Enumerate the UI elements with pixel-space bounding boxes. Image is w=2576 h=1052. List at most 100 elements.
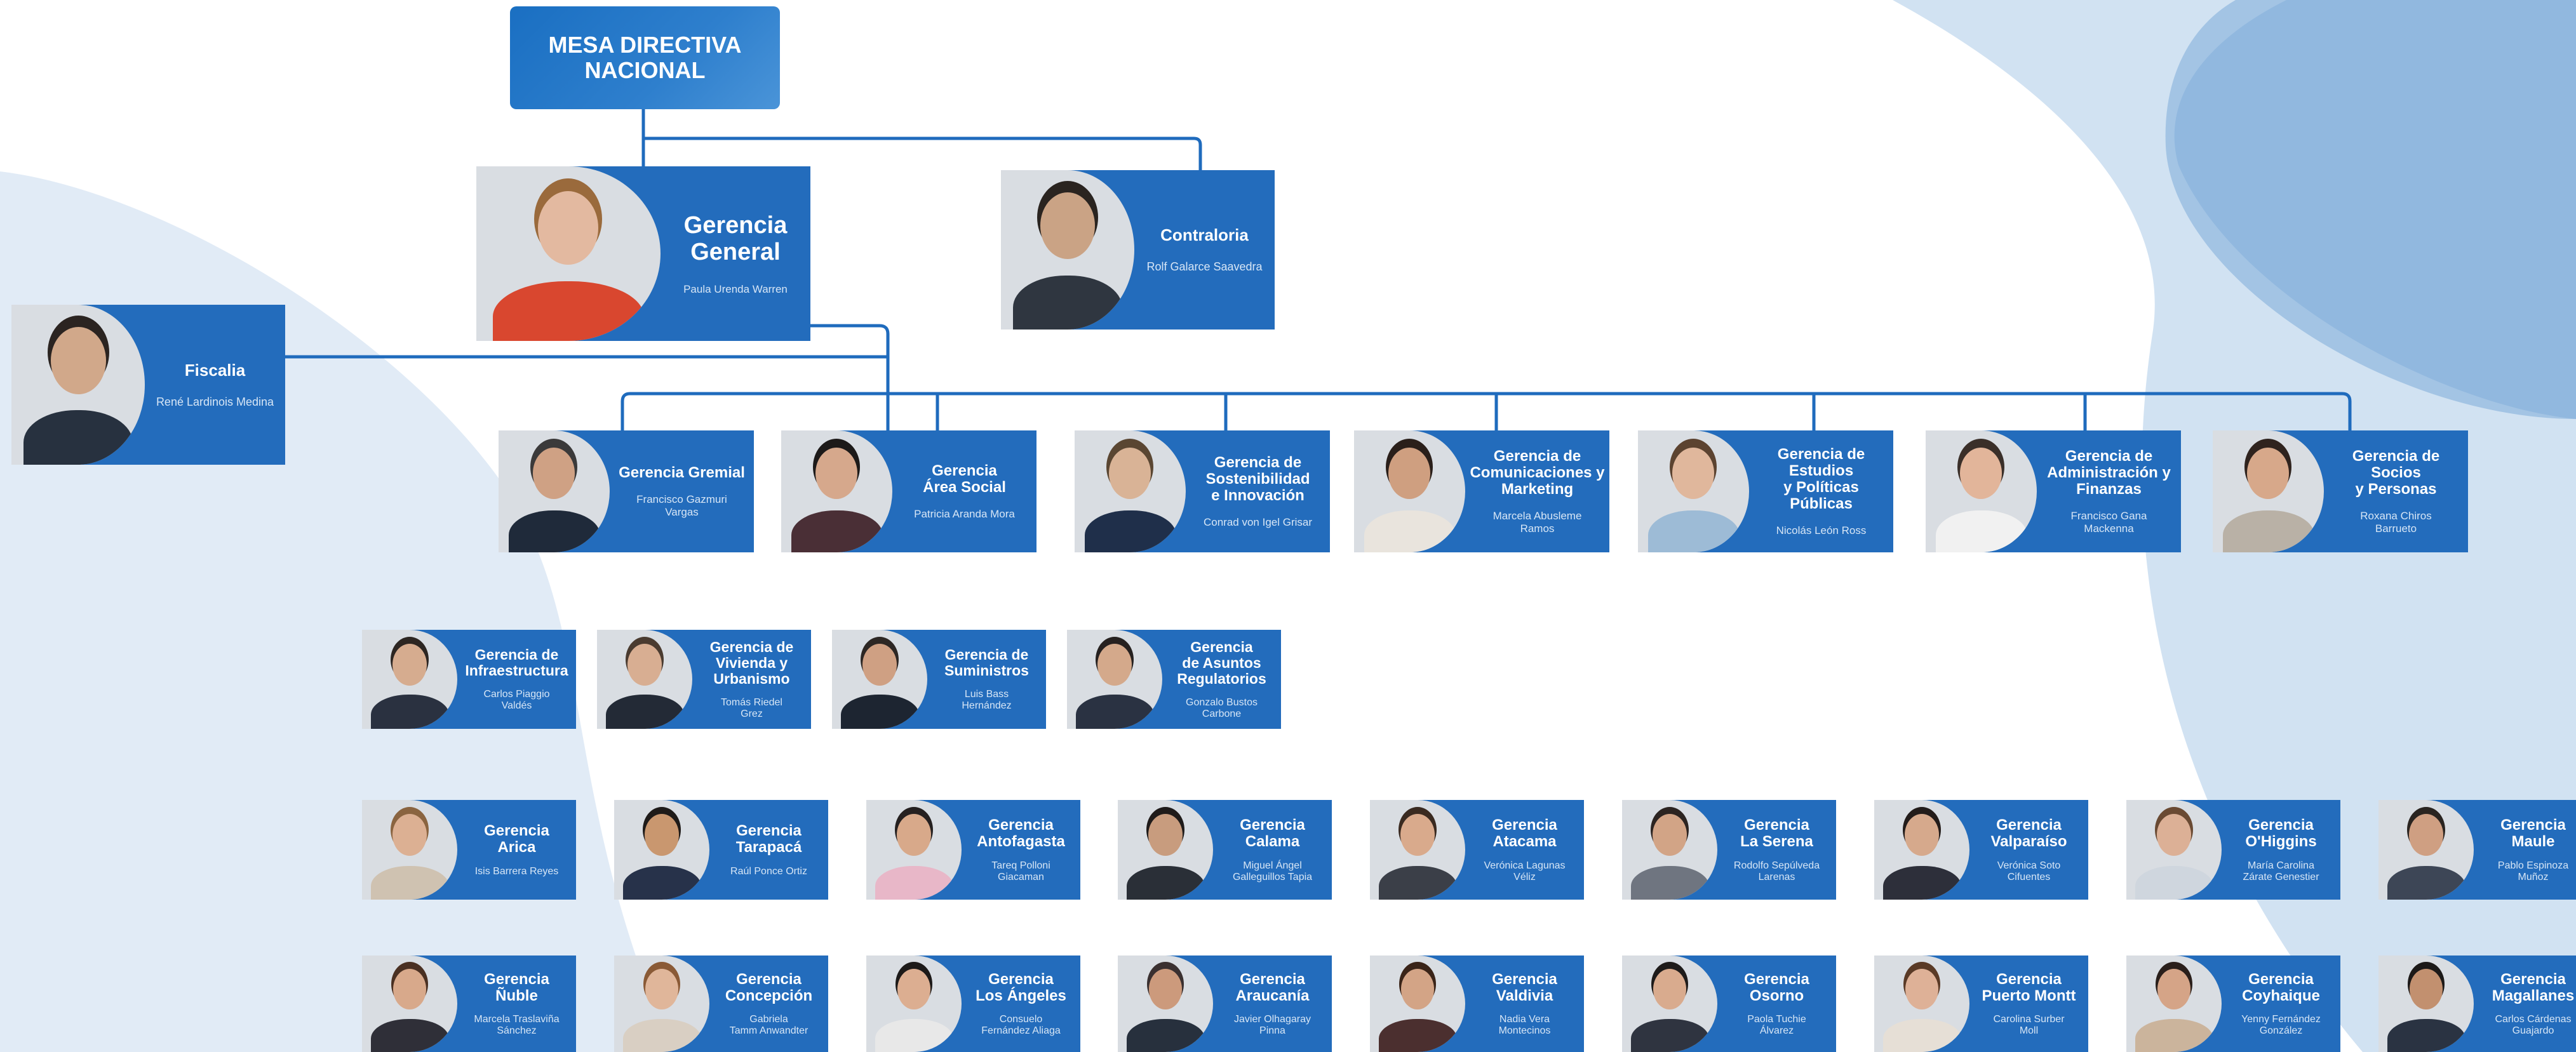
card-person-name: Rolf Galarce Saavedra xyxy=(1146,260,1263,273)
face-shape xyxy=(392,644,427,686)
card-title: Gerencia Coyhaique xyxy=(2242,970,2320,1004)
card-title: Gerencia Valparaíso xyxy=(1990,816,2067,850)
person-photo xyxy=(1638,430,1749,552)
face-shape xyxy=(2247,448,2289,499)
card-title: Gerencia Valdivia xyxy=(1492,970,1557,1004)
card-person-name: Verónica Soto Cifuentes xyxy=(1997,860,2061,882)
card-title: Gerencia Araucanía xyxy=(1235,970,1310,1004)
face-shape xyxy=(1653,969,1686,1009)
torso-shape xyxy=(1883,865,1961,900)
card-person-name: Paola Tuchie Álvarez xyxy=(1747,1013,1806,1036)
card-person-name: Isis Barrera Reyes xyxy=(474,865,559,877)
card-title: Gerencia Área Social xyxy=(923,462,1006,496)
face-shape xyxy=(645,969,678,1009)
face-shape xyxy=(1097,644,1132,686)
person-photo xyxy=(2378,955,2474,1052)
card-person-name: Javier Olhagaray Pinna xyxy=(1234,1013,1311,1036)
face-shape xyxy=(2409,814,2443,856)
card-person-name: Francisco Gazmuri Vargas xyxy=(636,493,727,518)
person-photo xyxy=(1354,430,1465,552)
card-fiscalia: Fiscalia René Lardinois Medina xyxy=(11,305,285,465)
card-person-name: Patricia Aranda Mora xyxy=(914,507,1015,520)
torso-shape xyxy=(791,510,883,552)
face-shape xyxy=(897,814,931,856)
person-photo xyxy=(2213,430,2324,552)
person-photo xyxy=(1370,955,1465,1052)
torso-shape xyxy=(2387,1019,2465,1052)
face-shape xyxy=(1388,448,1430,499)
person-photo xyxy=(1067,630,1162,729)
person-photo xyxy=(362,800,457,900)
face-shape xyxy=(2410,969,2443,1009)
person-photo xyxy=(2126,800,2222,900)
card-title: Gerencia de Administración y Finanzas xyxy=(2047,447,2171,498)
person-photo xyxy=(1001,170,1134,330)
card-title: Gerencia de Comunicaciones y Marketing xyxy=(1470,447,1605,498)
torso-shape xyxy=(875,1019,953,1052)
torso-shape xyxy=(1085,510,1176,552)
person-photo xyxy=(1926,430,2037,552)
person-photo xyxy=(476,166,661,341)
card-person-name: Yenny Fernández González xyxy=(2241,1013,2321,1036)
card-title: Gerencia Maule xyxy=(2500,816,2566,850)
torso-shape xyxy=(2135,1019,2213,1052)
card-person-name: Pablo Espinoza Muñoz xyxy=(2497,860,2569,882)
torso-shape xyxy=(1631,865,1709,900)
torso-shape xyxy=(1076,695,1154,729)
card-title: Fiscalia xyxy=(184,360,246,380)
torso-shape xyxy=(371,1019,449,1052)
card-title: Gerencia de Asuntos Regulatorios xyxy=(1177,638,1266,687)
card-person-name: María Carolina Zárate Genestier xyxy=(2243,860,2319,882)
card-person-name: Gonzalo Bustos Carbone xyxy=(1186,696,1258,719)
face-shape xyxy=(1653,814,1687,856)
face-shape xyxy=(2157,814,2191,856)
card-person-name: Luis Bass Hernández xyxy=(962,689,1012,711)
card-title: Gerencia La Serena xyxy=(1740,816,1813,850)
torso-shape xyxy=(371,695,449,729)
face-shape xyxy=(645,814,679,856)
card-person-name: Verónica Lagunas Véliz xyxy=(1484,860,1566,882)
card-title: Gerencia Gremial xyxy=(619,463,745,481)
person-photo xyxy=(499,430,610,552)
torso-shape xyxy=(875,865,953,900)
face-shape xyxy=(627,644,662,686)
torso-shape xyxy=(371,865,449,900)
torso-shape xyxy=(509,510,600,552)
person-photo xyxy=(614,955,709,1052)
card-person-name: Paula Urenda Warren xyxy=(683,283,788,295)
card-person-name: Raúl Ponce Ortiz xyxy=(730,865,807,877)
torso-shape xyxy=(1936,510,2027,552)
face-shape xyxy=(393,969,426,1009)
person-photo xyxy=(1075,430,1186,552)
card-title: Gerencia de Sostenibilidad e Innovación xyxy=(1205,453,1310,504)
face-shape xyxy=(538,191,598,265)
person-photo xyxy=(1118,800,1213,900)
card-person-name: Carlos Piaggio Valdés xyxy=(483,689,550,711)
person-photo xyxy=(1118,955,1213,1052)
torso-shape xyxy=(2387,865,2465,900)
person-photo xyxy=(362,955,457,1052)
torso-shape xyxy=(841,695,919,729)
card-title: Gerencia Concepción xyxy=(725,970,813,1004)
torso-shape xyxy=(1631,1019,1709,1052)
card-person-name: Consuelo Fernández Aliaga xyxy=(981,1013,1061,1036)
card-title: Gerencia O'Higgins xyxy=(2245,816,2317,850)
card-title: Gerencia Arica xyxy=(484,822,549,856)
